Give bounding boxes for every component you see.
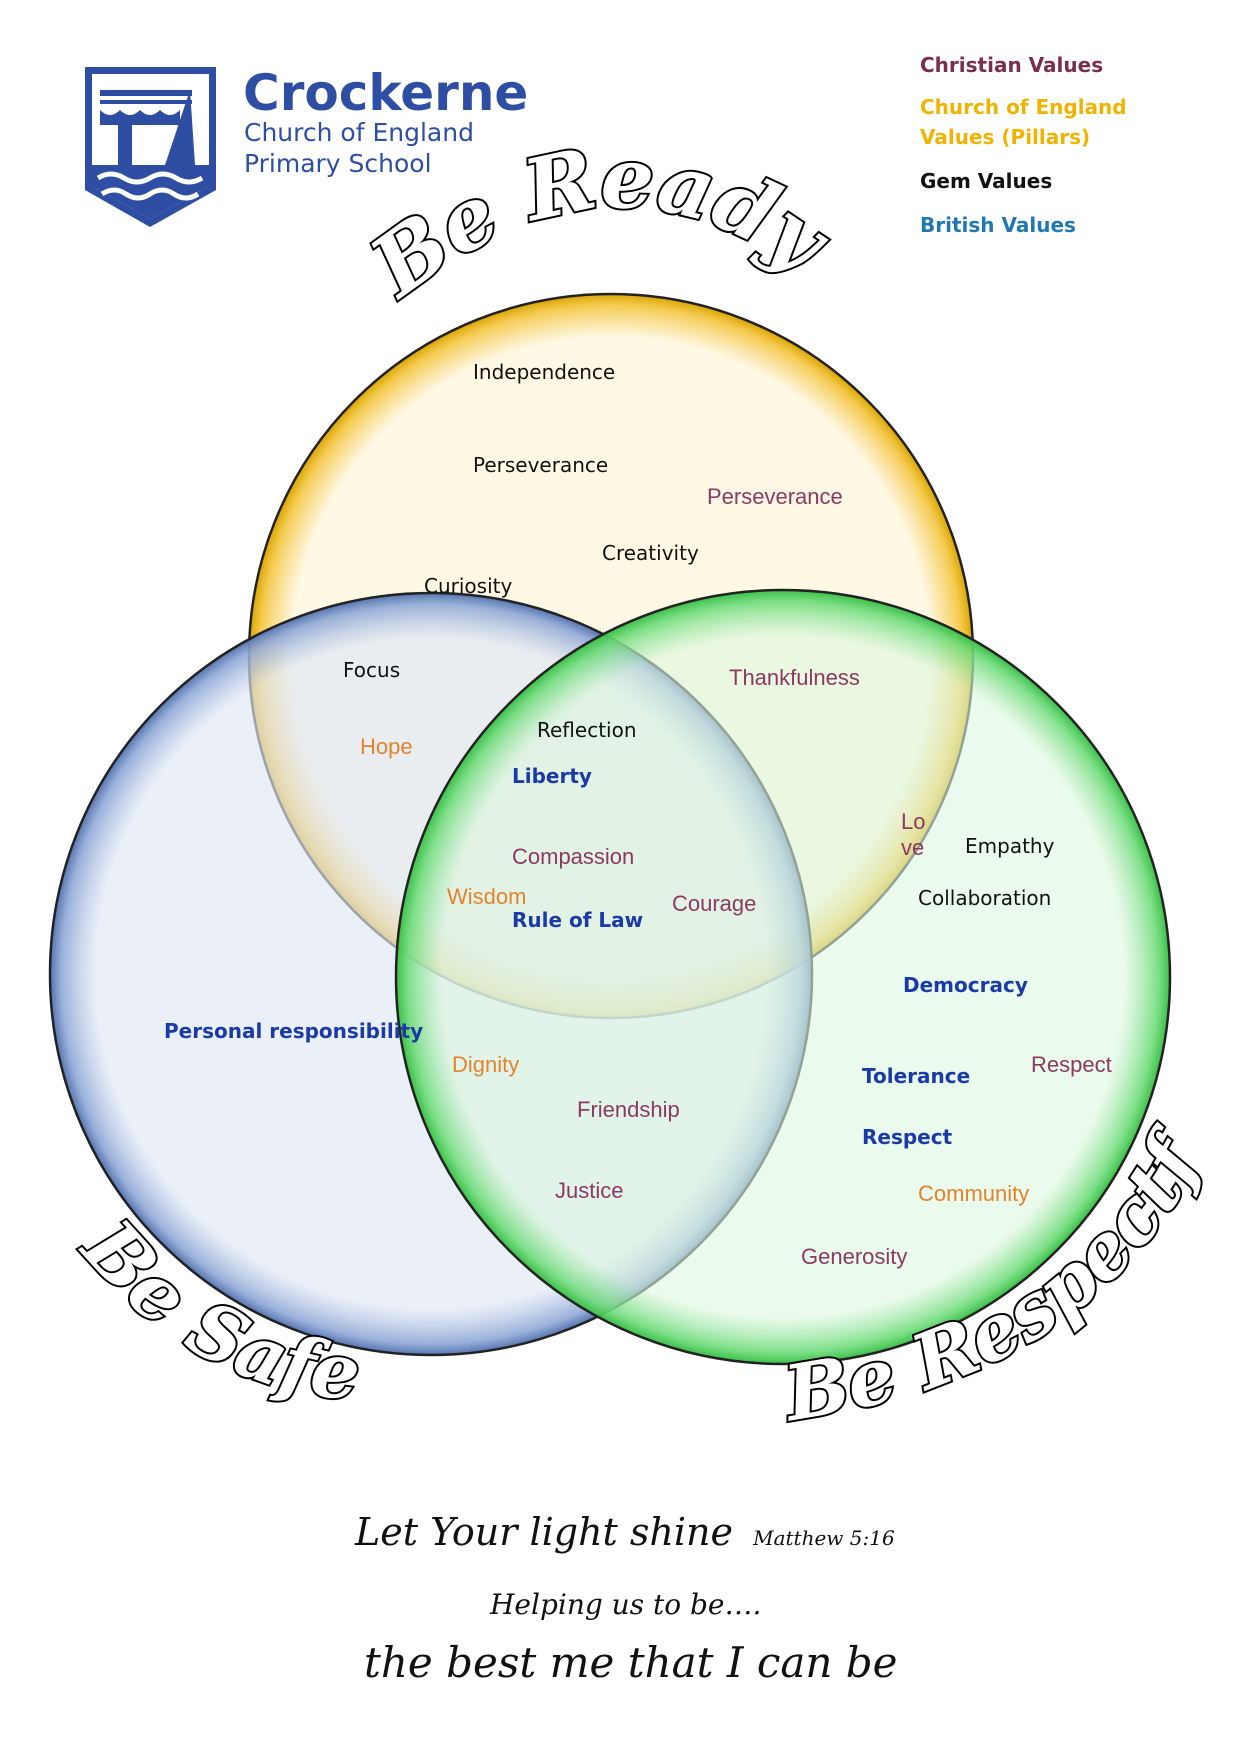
verse-reference: Matthew 5:16 (753, 1526, 895, 1550)
value-focus: Focus (343, 658, 401, 682)
value-democracy: Democracy (903, 973, 1028, 997)
value-rule-of-law: Rule of Law (512, 908, 644, 932)
helping-text: Helping us to be…. (490, 1588, 762, 1621)
value-reflection: Reflection (537, 718, 637, 742)
value-dignity: Dignity (452, 1052, 520, 1077)
school-subtitle-2: Primary School (244, 149, 432, 178)
value-perseverance-gem: Perseverance (473, 453, 609, 477)
value-respect-british: Respect (862, 1125, 953, 1149)
value-compassion: Compassion (512, 844, 635, 869)
circle-be-safe (48, 591, 814, 1357)
verse-text: Let Your light shine Matthew 5:16 (355, 1510, 895, 1554)
legend-gem: Gem Values (920, 169, 1053, 193)
value-justice: Justice (555, 1178, 624, 1203)
legend-christian: Christian Values (920, 53, 1104, 77)
value-liberty: Liberty (512, 764, 592, 788)
value-tolerance: Tolerance (862, 1064, 971, 1088)
motto-text: the best me that I can be (364, 1638, 898, 1687)
value-respect-christian: Respect (1031, 1052, 1112, 1077)
value-community: Community (918, 1181, 1030, 1206)
value-friendship: Friendship (577, 1097, 680, 1122)
value-creativity: Creativity (602, 541, 699, 565)
value-curiosity: Curiosity (424, 574, 513, 598)
circle-be-respectful (394, 588, 1172, 1366)
value-collaboration: Collaboration (918, 886, 1052, 910)
legend-cofe: Church of England Values (Pillars) (920, 95, 1127, 149)
value-empathy: Empathy (965, 834, 1055, 858)
value-generosity: Generosity (801, 1244, 908, 1269)
school-subtitle-1: Church of England (244, 118, 474, 147)
legend-british: British Values (920, 213, 1076, 237)
value-independence: Independence (473, 360, 616, 384)
label-be-safe: Be Safe (65, 1201, 365, 1418)
value-hope: Hope (360, 734, 413, 759)
value-love: Love (901, 809, 926, 860)
verse: Let Your light shine (355, 1510, 733, 1554)
value-wisdom: Wisdom (447, 884, 527, 909)
value-personal-responsibility: Personal responsibility (164, 1019, 424, 1043)
value-courage: Courage (672, 891, 757, 916)
value-thankfulness: Thankfulness (729, 665, 860, 690)
school-name: Crockerne (243, 64, 529, 122)
value-perseverance-christian: Perseverance (707, 484, 843, 509)
